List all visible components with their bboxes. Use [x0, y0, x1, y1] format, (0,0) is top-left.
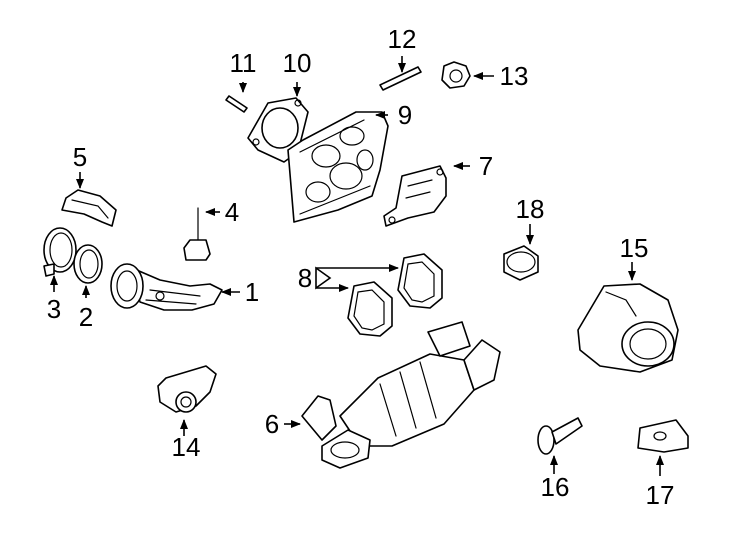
- callout-16: 16: [541, 472, 570, 502]
- callout-8: 8: [298, 263, 312, 293]
- part-6-converter: [301, 321, 501, 469]
- callout-4: 4: [225, 197, 239, 227]
- callout-13: 13: [500, 61, 529, 91]
- part-17-clip: [637, 419, 689, 453]
- part-2-gasket: [73, 244, 103, 284]
- part-15-shield: [577, 283, 679, 373]
- part-3-clamp: [43, 227, 77, 277]
- part-16-bolt: [537, 417, 583, 455]
- callout-numbers: 11 10 9 12 13 7 5 4 3 2 1 8 18 15 14 6 1…: [47, 24, 675, 510]
- callout-9: 9: [398, 100, 412, 130]
- part-8-gaskets: [347, 253, 443, 337]
- part-11-pin: [225, 95, 248, 113]
- callout-12: 12: [388, 24, 417, 54]
- part-9-heat-shield: [287, 111, 389, 223]
- callout-11: 11: [230, 48, 257, 78]
- callout-10: 10: [283, 48, 312, 78]
- callout-5: 5: [73, 142, 87, 172]
- callout-6: 6: [265, 409, 279, 439]
- part-4-sensor: [183, 207, 211, 261]
- leader-lines: [50, 56, 664, 476]
- part-7-bracket: [383, 165, 447, 227]
- callout-15: 15: [620, 233, 649, 263]
- callout-2: 2: [79, 302, 93, 332]
- part-1-front-pipe: [110, 263, 223, 311]
- callout-3: 3: [47, 294, 61, 324]
- part-5-bracket: [61, 189, 117, 227]
- callout-7: 7: [479, 151, 493, 181]
- part-12-rod: [379, 66, 422, 91]
- part-18-clamp: [503, 245, 539, 281]
- callout-14: 14: [172, 432, 201, 462]
- callout-17: 17: [646, 480, 675, 510]
- callout-18: 18: [516, 194, 545, 224]
- part-14-sensor: [157, 365, 217, 413]
- part-13-nut: [441, 61, 471, 89]
- callout-1: 1: [245, 277, 259, 307]
